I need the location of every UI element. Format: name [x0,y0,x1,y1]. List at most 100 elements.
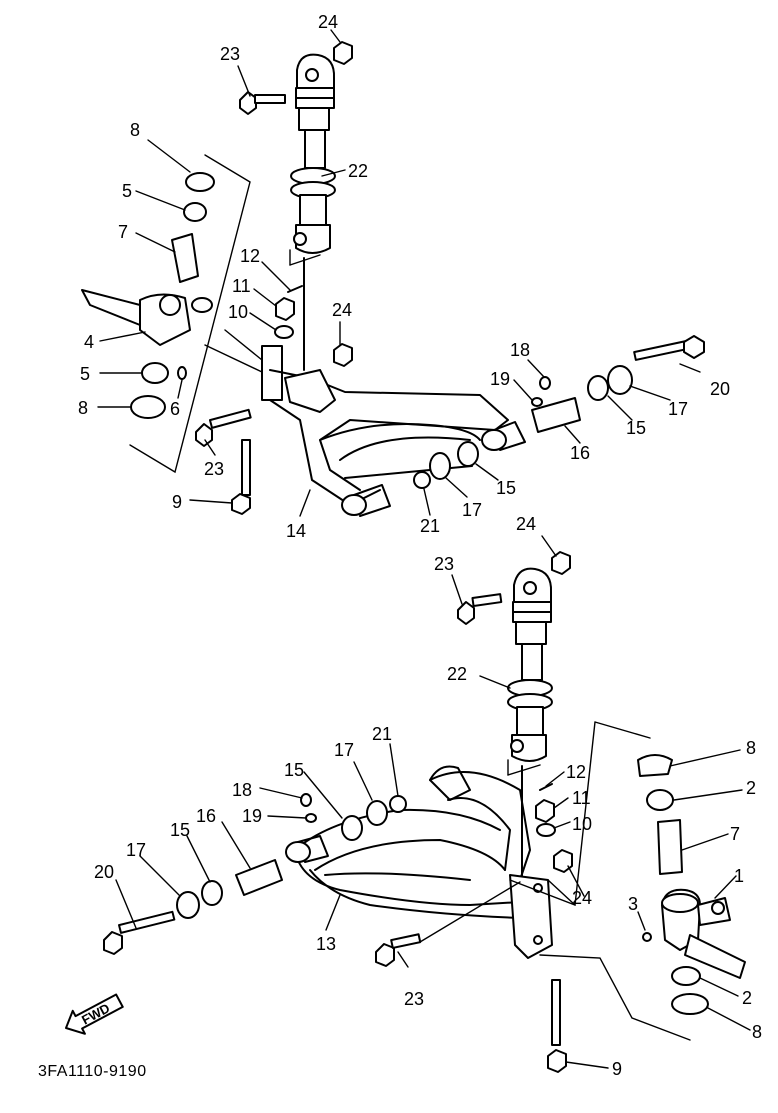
callout-15: 15 [170,820,190,840]
knuckle-group-bracket-lower-b [539,954,691,1041]
callout-24: 24 [318,12,338,32]
cotter-pin-12 [287,285,303,293]
seal-8-lower-b [671,993,709,1015]
fitting-18-lower [300,793,312,807]
callout-21: 21 [420,516,440,536]
washer-17-upper-b [429,452,451,480]
lower-assembly: 24 23 22 21 17 15 18 19 16 15 17 20 13 2… [94,514,762,1079]
callout-2: 2 [746,778,756,798]
callout-23: 23 [204,459,224,479]
callout-19: 19 [242,806,262,826]
nut-24-upper [333,41,353,65]
washer-17-lower-b [176,891,200,919]
bolt-23-lower [457,593,503,625]
bush-2-lower [646,789,674,811]
collar-7 [171,233,199,283]
washer-17-upper [607,365,633,395]
nut-21-lower [389,795,407,813]
bush-2-lower-b [671,966,701,986]
bush-15-upper [587,375,609,401]
a-arm-13 [285,765,553,959]
callout-15: 15 [284,760,304,780]
bolt-20-upper [633,335,705,361]
nut-11-lower [535,799,555,823]
fitting-6 [177,366,187,380]
callout-4: 4 [84,332,94,352]
bolt-9-lower [547,979,567,1073]
callout-13: 13 [316,934,336,954]
seal-8-lower [637,754,673,777]
leader-lines-lower [115,535,751,1069]
knuckle-group-bracket [129,154,251,474]
callout-18: 18 [510,340,530,360]
callout-22: 22 [447,664,467,684]
callout-11: 11 [572,788,591,808]
callout-1: 1 [734,866,744,886]
callout-17: 17 [668,399,688,419]
upper-assembly: 24 23 8 22 5 7 12 11 10 24 4 5 6 8 23 9 … [78,12,730,541]
callout-8: 8 [78,398,88,418]
washer-17-lower [366,800,388,826]
diagram-code: 3FA1110-9190 [38,1063,147,1080]
callout-3: 3 [628,894,638,914]
callouts-upper: 24 23 8 22 5 7 12 11 10 24 4 5 6 8 23 9 … [78,12,730,541]
seal-8-upper-b [130,395,166,419]
fitting-18-upper [539,376,551,390]
callout-20: 20 [94,862,114,882]
seal-8-upper [185,172,215,192]
bolt-20-lower [103,910,176,955]
callout-5: 5 [122,181,132,201]
bracket-upper [261,345,283,401]
callout-16: 16 [570,443,590,463]
callout-17: 17 [126,840,146,860]
callouts-lower: 24 23 22 21 17 15 18 19 16 15 17 20 13 2… [94,514,762,1079]
callout-12: 12 [566,762,586,782]
washer-10-upper [274,325,294,339]
fitting-3 [642,932,652,942]
nut-11-upper [275,297,295,321]
callout-15: 15 [496,478,516,498]
callout-10: 10 [572,814,592,834]
callout-2: 2 [742,988,752,1008]
cotter-pin-12-lower [539,783,553,791]
callout-17: 17 [334,740,354,760]
bolt-23-upper [239,91,286,115]
bush-5-upper [183,202,207,222]
nut-21-upper [413,471,431,489]
callout-12: 12 [240,246,260,266]
washer-19-lower [305,813,317,823]
callout-23: 23 [404,989,424,1009]
leader-lines-upper [97,29,701,517]
callout-14: 14 [286,521,306,541]
callout-22: 22 [348,161,368,181]
shock-absorber-upper [289,53,336,371]
bush-15-lower-b [201,880,223,906]
callout-23: 23 [220,44,240,64]
callout-7: 7 [118,222,128,242]
callout-8: 8 [752,1022,762,1042]
callout-18: 18 [232,780,252,800]
callout-15: 15 [626,418,646,438]
knuckle-1 [661,888,746,979]
a-arm-14 [269,369,526,517]
nut-24-upper-b [333,343,353,367]
callout-6: 6 [170,399,180,419]
callout-9: 9 [172,492,182,512]
fwd-label: FWD [79,1000,112,1027]
callout-7: 7 [730,824,740,844]
knuckle-4 [81,289,213,346]
callout-5: 5 [80,364,90,384]
bush-5-upper-b [141,362,169,384]
collar-16-lower [235,859,283,896]
callout-11: 11 [232,276,251,296]
bolt-9-upper [231,439,251,515]
collar-7-lower [657,819,683,875]
callout-16: 16 [196,806,216,826]
callout-19: 19 [490,369,510,389]
callout-23: 23 [434,554,454,574]
fwd-arrow-icon: FWD [65,993,124,1035]
washer-10-lower [536,823,556,837]
callout-24: 24 [332,300,352,320]
bush-15-lower [341,815,363,841]
